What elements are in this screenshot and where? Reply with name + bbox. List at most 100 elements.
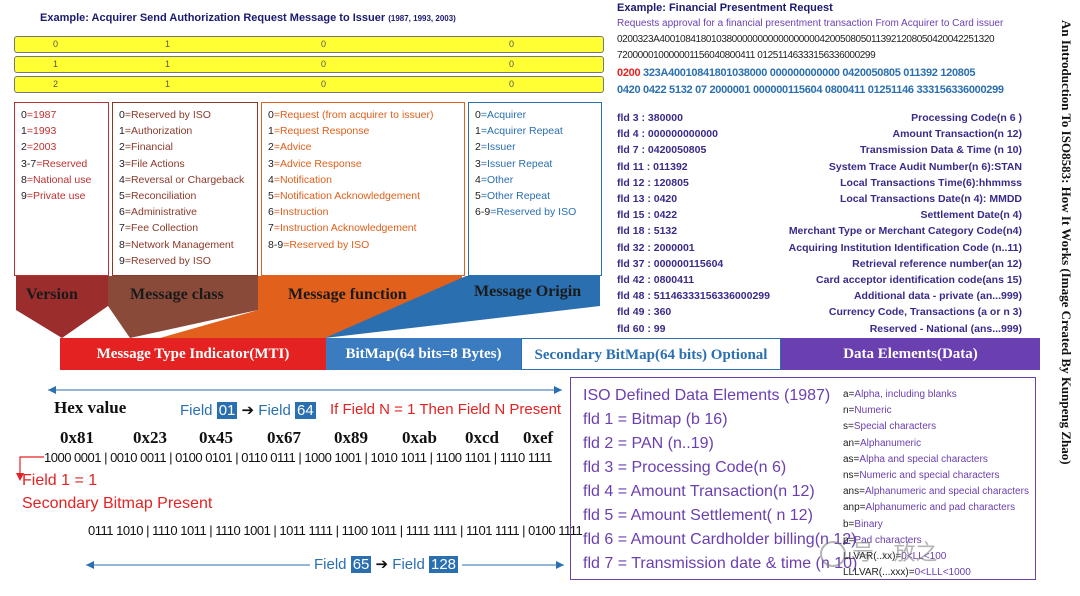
class-item: 6=Administrative (119, 206, 197, 219)
function-box: 0=Request (from acquirer to issuer) 1=Re… (261, 102, 465, 276)
parsed-field-description: Local Transactions Date(n 4): MMDD (839, 193, 1022, 205)
raw-message-line2: 720000010000001156040800411 012511463331… (617, 50, 876, 61)
parsed-field-description: Local Transactions Time(6):hhmmss (840, 176, 1022, 189)
iso-data-elements-list: ISO Defined Data Elements (1987) fld 1 =… (583, 384, 857, 576)
version-item: 9=Private use (21, 190, 86, 203)
hex-byte: 0x45 (199, 428, 233, 447)
legend-item: an=Alphanumeric (843, 437, 922, 449)
iso-item: fld 4 = Amount Transaction(n 12) (583, 483, 815, 500)
iso-item: fld 5 = Amount Settlement( n 12) (583, 507, 813, 524)
legend-item: b=Binary (843, 518, 883, 530)
parsed-field-value: fld 60 : 99 (617, 322, 666, 335)
watermark: 号 · 放之 (820, 535, 938, 568)
iso-item: fld 3 = Processing Code(n 6) (583, 459, 787, 476)
side-title: An Introduction To ISO8583: How It Works… (1059, 20, 1074, 465)
origin-box: 0=Acquirer 1=Acquirer Repeat 2=Issuer 3=… (468, 102, 602, 276)
parsed-field-description: Amount Transaction(n 12) (892, 128, 1022, 141)
legend-item: ans=Alphanumeric and special characters (843, 486, 1029, 498)
origin-item: 1=Acquirer Repeat (475, 125, 563, 138)
hex-byte: 0xcd (465, 428, 499, 447)
field-range-secondary: Field 65 ➔ Field 128 (310, 555, 463, 573)
parsed-field-description: Additional data - private (an...999) (853, 290, 1022, 303)
version-item: 0=1987 (21, 109, 57, 121)
parsed-field-description: Settlement Date(n 4) (920, 209, 1022, 222)
bits-row: 1000 0001 | 0010 0011 | 0100 0101 | 0110… (44, 450, 552, 465)
parsed-field-value: fld 42 : 0800411 (617, 274, 695, 286)
legend-item: anp=Alphanumeric and pad characters (843, 502, 1016, 514)
legend-item: ns=Numeric and special characters (843, 470, 1000, 482)
parsed-field-value: fld 12 : 120805 (617, 176, 689, 189)
legend-item: a=Alpha, including blanks (843, 389, 957, 400)
origin-item: 0=Acquirer (475, 109, 527, 121)
class-item: 4=Reversal or Chargeback (119, 173, 245, 186)
legend-item: LLLVAR(...xxx)=0<LLL<1000 (843, 567, 971, 579)
message-origin-header: Message Origin (474, 283, 582, 300)
hex-byte: 0x67 (267, 428, 301, 447)
class-item: 5=Reconciliation (119, 190, 197, 203)
mti-row-3: 2 1 0 0 (14, 76, 604, 93)
class-item: 3=File Actions (119, 157, 185, 170)
data-elements-bar: Data Elements(Data) (781, 338, 1040, 370)
parsed-line4: 0420 0422 5132 07 2000001 000000115604 0… (617, 84, 1004, 96)
raw-message-line1: 0200323A40010841801038000000000000000004… (617, 34, 995, 45)
parsed-field-description: Retrieval reference number(an 12) (852, 257, 1022, 270)
origin-item: 4=Other (475, 173, 514, 186)
funnel-origin (325, 276, 600, 338)
class-item: 8=Network Management (119, 238, 234, 251)
parsed-line3: 0200 323A40010841801038000 000000000000 … (617, 67, 976, 79)
class-box: 0=Reserved by ISO 1=Authorization 2=Fina… (112, 102, 258, 276)
type-legend: a=Alpha, including blanks n=Numeric s=Sp… (843, 387, 1029, 581)
parsed-field-description: Acquiring Institution Identification Cod… (788, 241, 1022, 254)
parsed-field-value: fld 7 : 0420050805 (617, 144, 707, 157)
bitmap-bar: BitMap(64 bits=8 Bytes) (326, 338, 521, 370)
parsed-field-value: fld 49 : 360 (617, 306, 672, 319)
legend-item: s=Special characters (843, 421, 937, 433)
function-item: 5=Notification Acknowledgement (268, 190, 421, 203)
parsed-field-value: fld 4 : 000000000000 (617, 128, 718, 141)
example1-title: Example: Acquirer Send Authorization Req… (40, 12, 456, 24)
field-range-primary: Field 01 ➔ Field 64 (180, 402, 316, 419)
origin-item: 5=Other Repeat (475, 190, 551, 203)
iso-data-elements-box (570, 377, 1036, 580)
mti-bar: Message Type Indicator(MTI) (60, 338, 326, 370)
class-item: 7=Fee Collection (119, 222, 199, 235)
funnel-version (16, 276, 108, 338)
class-item: 2=Financial (119, 141, 173, 154)
parsed-field-value: fld 13 : 0420 (617, 193, 678, 205)
class-item: 9=Reserved by ISO (119, 254, 211, 267)
function-item: 2=Advice (268, 141, 312, 154)
side-title-container: An Introduction To ISO8583: How It Works… (1052, 20, 1074, 580)
hex-value-label: Hex value (54, 398, 127, 417)
iso-item: fld 7 = Transmission date & time (n 10) (583, 555, 858, 572)
origin-item: 3=Issuer Repeat (475, 157, 553, 170)
parsed-field-description: Merchant Type or Merchant Category Code(… (788, 225, 1022, 238)
mti-row-1: 0 1 0 0 (14, 36, 604, 53)
message-class-header: Message class (130, 286, 224, 303)
iso-title: ISO Defined Data Elements (1987) (583, 387, 831, 404)
legend-item: as=Alpha and special characters (843, 453, 988, 465)
mti-value: 0200 (617, 67, 641, 79)
origin-item: 2=Issuer (475, 141, 516, 154)
hex-byte: 0x23 (133, 428, 167, 447)
version-item: 3-7=Reserved (21, 157, 88, 170)
hex-byte: 0xef (523, 428, 554, 447)
secondary-bitmap-bar: Secondary BitMap(64 bits) Optional (521, 338, 781, 370)
hex-byte: 0x81 (60, 428, 94, 447)
parsed-field-description: Transmission Data & Time (n 10) (859, 144, 1022, 157)
function-item: 1=Request Response (268, 125, 370, 138)
parsed-field-value: fld 37 : 000000115604 (617, 257, 724, 270)
function-item: 0=Request (from acquirer to issuer) (268, 109, 434, 121)
hex-byte: 0x89 (334, 428, 368, 447)
watermark-logo-icon (820, 541, 846, 568)
version-item: 1=1993 (21, 125, 57, 138)
parsed-field-description: System Trace Audit Number(n 6):STAN (828, 160, 1022, 173)
iso-item: fld 2 = PAN (n..19) (583, 435, 714, 452)
field1-text: Field 1 = 1 (22, 472, 98, 489)
function-item: 8-9=Reserved by ISO (268, 238, 370, 251)
parsed-field-value: fld 18 : 5132 (617, 225, 678, 238)
function-item: 4=Notification (268, 173, 332, 186)
parsed-field-value: fld 3 : 380000 (617, 112, 683, 124)
version-item: 8=National use (21, 173, 92, 186)
function-item: 7=Instruction Acknowledgement (268, 222, 417, 235)
function-item: 6=Instruction (268, 206, 329, 219)
